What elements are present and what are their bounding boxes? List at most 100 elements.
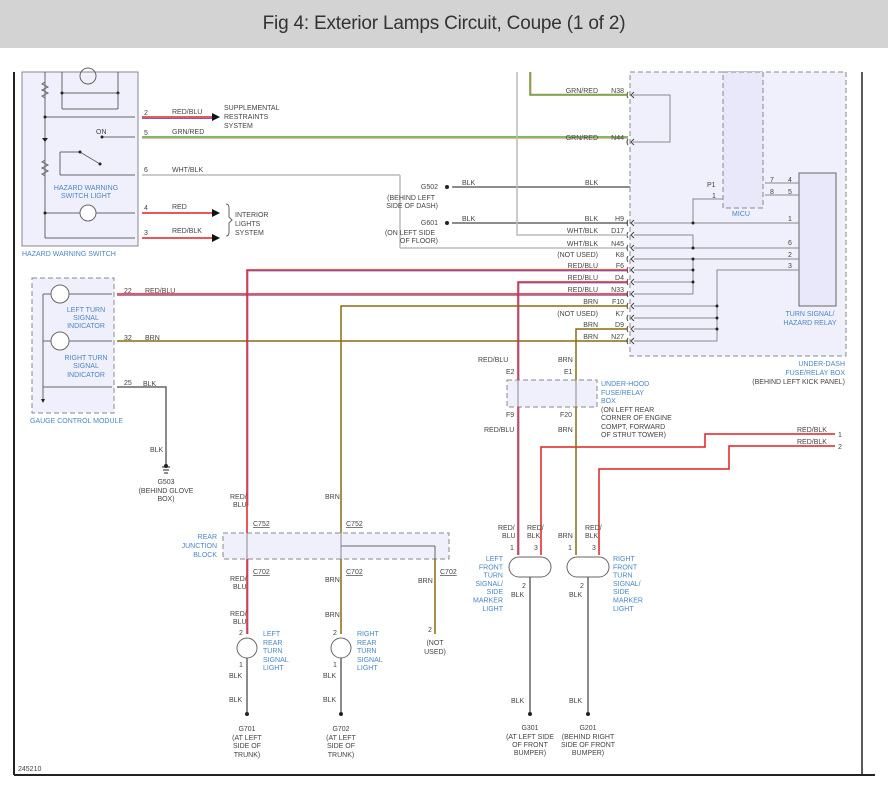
wire-label: 1 xyxy=(568,545,572,552)
wire-label: (ON LEFT SIDE xyxy=(385,230,435,237)
connector-icon xyxy=(626,138,635,146)
wire-label: OF STRUT TOWER) xyxy=(601,432,666,439)
wire-label: SIGNAL xyxy=(73,363,99,370)
wire-label: G502 xyxy=(421,184,438,191)
wire-label: SIDE OF xyxy=(327,743,355,750)
wire-label: RESTRAINTS xyxy=(224,114,269,121)
hazard-light-label-2: SWITCH LIGHT xyxy=(61,193,112,200)
wire-label: REAR xyxy=(357,640,376,647)
connector-icon xyxy=(626,314,635,322)
wire-label: GRN/RED xyxy=(172,129,204,136)
wire-label: BLK xyxy=(511,592,525,599)
side-marker-feeds: RED/BLK 1 RED/BLK 2 xyxy=(517,407,842,555)
wire-label: 2 xyxy=(522,583,526,590)
wire-label: 8 xyxy=(770,189,774,196)
wire-label: 3 xyxy=(592,545,596,552)
light-name-line: FRONT xyxy=(613,564,638,571)
arrow-icon xyxy=(212,113,220,121)
wire-label: 2 xyxy=(239,630,243,637)
led-icon xyxy=(79,67,97,85)
connector-wire-label: BLK xyxy=(585,216,599,223)
wire-label: 4 xyxy=(144,205,148,212)
wire-label: BLU xyxy=(233,502,247,509)
light-name-line: MARKER xyxy=(473,598,503,605)
under-hood-fuse-relay-box: RED/BLU BRN E2 E1 F9 F20 RED/BLU BRN UND… xyxy=(478,357,672,439)
wire-label: RED/ xyxy=(230,611,247,618)
gauge-module-name: GAUGE CONTROL MODULE xyxy=(30,418,123,425)
switch-icon xyxy=(79,151,101,165)
wire-label: C752 xyxy=(253,521,270,528)
wire-label: 3 xyxy=(144,230,148,237)
ground-icon xyxy=(586,712,590,716)
wire-label: (BEHIND LEFT KICK PANEL) xyxy=(752,379,845,386)
wire-label: BOX xyxy=(601,398,616,405)
light-name-line: SIDE xyxy=(613,589,630,596)
wire-label: (AT LEFT xyxy=(232,735,262,742)
wire-label: RIGHT TURN xyxy=(65,355,108,362)
lamp-icon xyxy=(79,204,97,222)
wire-label: BLU xyxy=(502,533,516,540)
wire-label: 2 xyxy=(333,630,337,637)
wire-label: C752 xyxy=(346,521,363,528)
wire-label: BLK xyxy=(229,697,243,704)
connector-pin-label: D9 xyxy=(615,322,624,329)
figure-title: Fig 4: Exterior Lamps Circuit, Coupe (1 … xyxy=(262,13,626,34)
wire-label: E1 xyxy=(564,369,573,376)
wire-label: RED xyxy=(172,204,187,211)
light-name-line: RIGHT xyxy=(613,556,636,563)
rear-junction-block: REAR JUNCTION BLOCK C752 C752 C702 C702 … xyxy=(182,494,457,656)
ground-icon xyxy=(445,185,449,189)
wire-label: OF FLOOR) xyxy=(400,238,438,245)
connector-wire-label: BRN xyxy=(583,322,598,329)
wire-label: RED/BLK xyxy=(797,427,827,434)
connector-wire-label: BRN xyxy=(583,334,598,341)
bulb-icon xyxy=(508,556,552,578)
wire-label: 5 xyxy=(788,189,792,196)
wire-label: TURN xyxy=(357,648,376,655)
wire-label: TRUNK) xyxy=(328,752,354,759)
wire-label: MICU xyxy=(732,211,750,218)
connector-pin-label: F10 xyxy=(612,299,624,306)
wire-label: 3 xyxy=(788,263,792,270)
connector-wire-label: (NOT USED) xyxy=(557,252,598,259)
wire-label: BOX) xyxy=(157,496,174,503)
wire-label: LIGHT xyxy=(263,665,284,672)
wire-label: F9 xyxy=(506,412,514,419)
left-front-turn-signal-light: RED/ BLU RED/ BLK 1 3 2 BLK BLK G301 (AT… xyxy=(473,525,554,757)
wire-label: BLK xyxy=(511,698,525,705)
diagram-frame xyxy=(13,72,875,776)
wire-label: 1 xyxy=(239,662,243,669)
wire-label: SIGNAL xyxy=(357,657,383,664)
wire-label: TURN xyxy=(263,648,282,655)
light-name-line: TURN xyxy=(613,573,632,580)
wire-label: WHT/BLK xyxy=(172,167,203,174)
wire-label: RED/BLU xyxy=(145,288,175,295)
light-name-line: LEFT xyxy=(486,556,504,563)
light-name-line: LIGHT xyxy=(613,606,634,613)
right-front-turn-signal-light: BRN RED/ BLK 1 3 2 BLK BLK G201 (BEHIND … xyxy=(558,525,643,757)
wire-label: LEFT xyxy=(263,631,281,638)
wire-label: RED/BLK xyxy=(172,228,202,235)
bulb-icon xyxy=(566,556,610,578)
ground-icon xyxy=(528,712,532,716)
wire-label: SIGNAL xyxy=(73,315,99,322)
wire-label: BLK xyxy=(569,592,583,599)
ground-icon xyxy=(164,464,168,468)
connector-pin-label: N44 xyxy=(611,135,624,142)
connector-icon xyxy=(626,255,635,263)
connector-wire-label: RED/BLU xyxy=(568,275,598,282)
wire-label: 32 xyxy=(124,335,132,342)
wire-label: (AT LEFT xyxy=(326,735,356,742)
wire-label: 1 xyxy=(510,545,514,552)
hazard-switch-wires: 2 RED/BLU SUPPLEMENTAL RESTRAINTS SYSTEM… xyxy=(142,105,628,249)
wire-label: G601 xyxy=(421,220,438,227)
wire-label: (ON LEFT REAR xyxy=(601,407,654,414)
connector-pin-label: K7 xyxy=(615,311,624,318)
wire-label: RED/BLU xyxy=(172,109,202,116)
wire-label: G301 xyxy=(521,725,538,732)
light-name-line: SIGNAL/ xyxy=(475,581,503,588)
wire-label: C702 xyxy=(440,569,457,576)
ground-icon xyxy=(445,221,449,225)
wire-label: RED/BLU xyxy=(484,427,514,434)
wire-label: TRUNK) xyxy=(234,752,260,759)
